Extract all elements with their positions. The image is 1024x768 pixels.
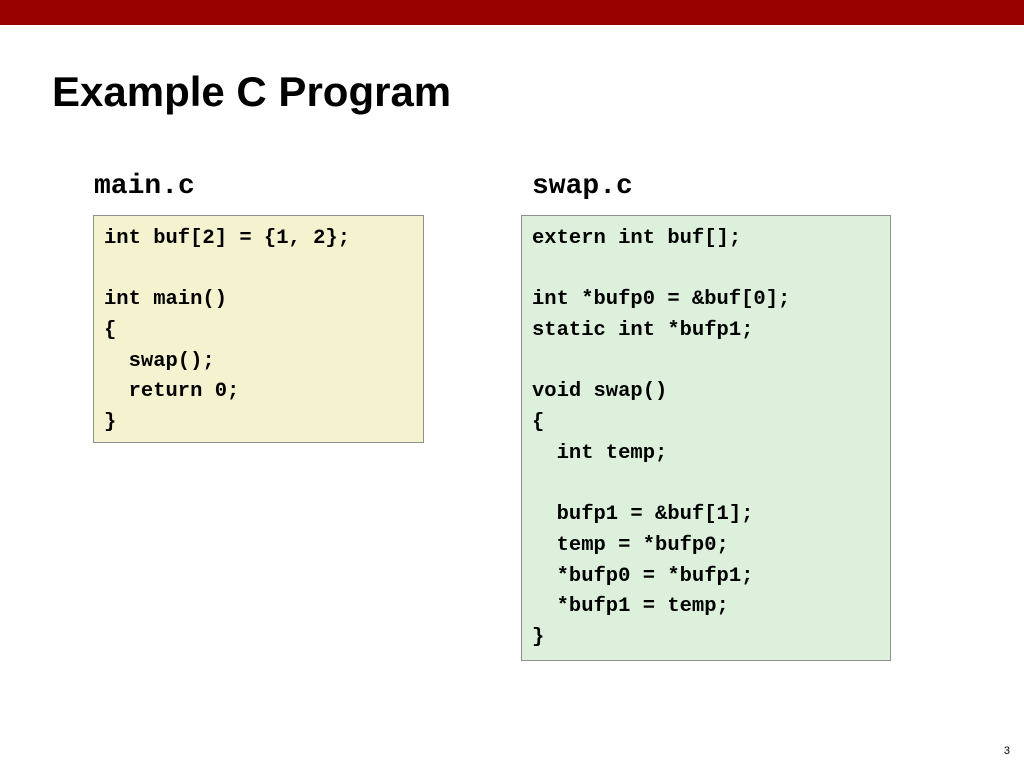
code-line: static int *bufp1; (532, 319, 754, 343)
code-line: { (532, 411, 545, 435)
code-line: } (104, 411, 117, 435)
code-line: void swap() (532, 380, 668, 404)
code-line: { (104, 319, 117, 343)
code-line: extern int buf[]; (532, 227, 742, 250)
code-line: *bufp1 = temp; (532, 595, 729, 619)
code-line (532, 347, 880, 378)
swap-c-label: swap.c (532, 171, 633, 202)
code-line: bufp1 = &buf[1]; (532, 503, 754, 527)
top-bar (0, 0, 1024, 25)
swap-c-code-box: extern int buf[]; int *bufp0 = &buf[0]; … (521, 215, 891, 661)
code-line: int main() (104, 288, 228, 312)
code-line (104, 255, 413, 286)
code-line: *bufp0 = *bufp1; (532, 564, 754, 588)
code-line: temp = *bufp0; (532, 533, 729, 557)
code-line: int temp; (532, 441, 668, 465)
code-line: return 0; (104, 380, 240, 404)
code-line (532, 255, 880, 286)
code-line (532, 470, 880, 501)
main-c-label: main.c (94, 171, 195, 202)
main-c-code-box: int buf[2] = {1, 2}; int main() { swap()… (93, 215, 424, 443)
code-line: int *bufp0 = &buf[0]; (532, 288, 791, 312)
code-line: int buf[2] = {1, 2}; (104, 227, 351, 250)
slide-title: Example C Program (52, 68, 452, 115)
code-line: swap(); (104, 349, 215, 373)
code-line: } (532, 625, 545, 649)
page-number: 3 (1003, 745, 1010, 757)
